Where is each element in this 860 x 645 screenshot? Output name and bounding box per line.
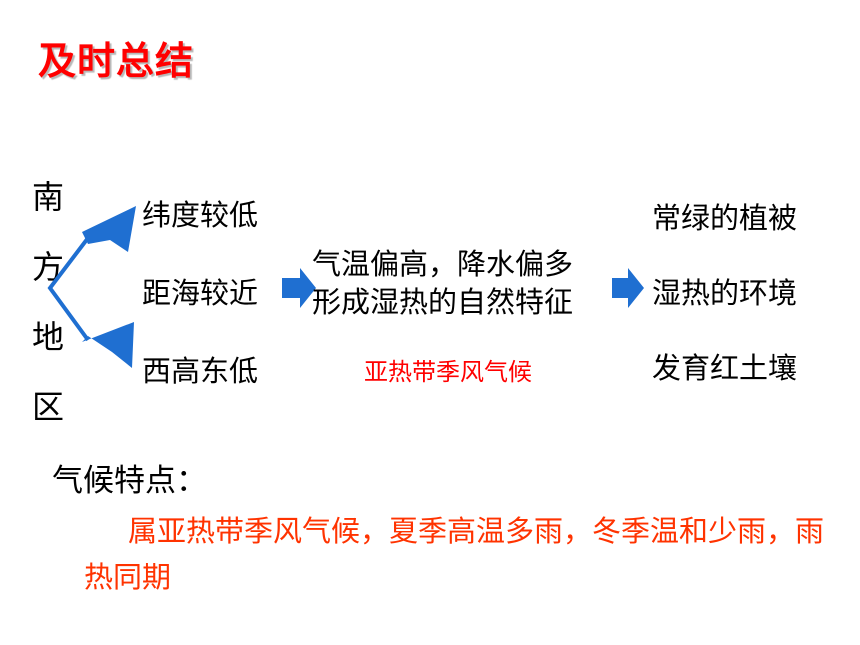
page-title: 及时总结 [38, 39, 195, 83]
region-char: 区 [31, 388, 64, 426]
right-arrow-icon [612, 268, 644, 308]
right-arrow-icon [282, 268, 316, 308]
result-soil: 发育红土壤 [652, 351, 798, 385]
factor-terrain: 西高东低 [142, 354, 259, 388]
climate-line: 气温偏高，降水偏多 [312, 247, 574, 281]
down-arrow-icon [82, 322, 134, 368]
factor-latitude: 纬度较低 [142, 198, 259, 232]
branch-line [47, 236, 90, 342]
result-vegetation: 常绿的植被 [652, 201, 798, 235]
region-char: 地 [31, 318, 64, 356]
region-label: 南 方 地 区 [26, 162, 70, 442]
factor-sea-distance: 距海较近 [142, 276, 259, 310]
feature-text: 属亚热带季风气候，夏季高温多雨，冬季温和少雨，雨热同期 [84, 514, 825, 594]
climate-characteristics: 气温偏高，降水偏多 形成湿热的自然特征 [312, 245, 573, 321]
climate-type: 亚热带季风气候 [364, 358, 532, 386]
result-environment: 湿热的环境 [652, 276, 798, 310]
up-arrow-icon [82, 206, 136, 252]
climate-line: 形成湿热的自然特征 [312, 285, 574, 319]
region-char: 南 [31, 178, 64, 216]
feature-label: 气候特点： [52, 463, 207, 499]
